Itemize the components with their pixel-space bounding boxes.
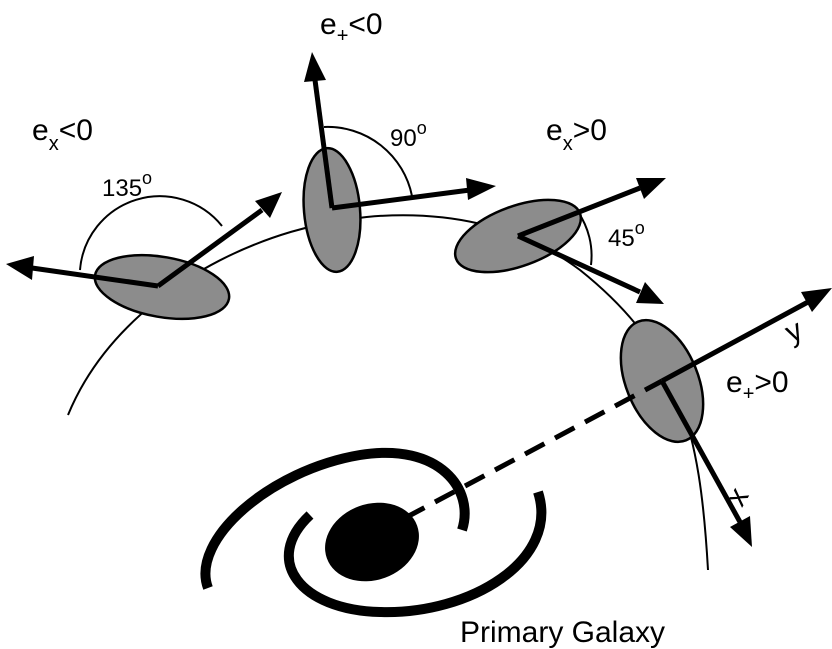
galaxy-ellipse-1	[93, 253, 231, 321]
arrow-shaft-2a	[312, 79, 335, 209]
galaxy-ellipse-2	[302, 146, 362, 274]
label-eplus-neg: e+<0	[320, 8, 383, 47]
angle-arc-90	[323, 125, 413, 197]
galaxy-core	[325, 502, 419, 582]
arrow-shaft-4x	[659, 379, 743, 524]
label-axis-x: x	[719, 482, 755, 511]
label-primary-galaxy: Primary Galaxy	[460, 616, 665, 649]
arrow-shaft-3b	[516, 233, 642, 295]
line-of-sight-dashed	[403, 378, 664, 521]
arrow-head-3a	[636, 178, 666, 199]
arrow-head-2b	[466, 178, 496, 200]
arrow-head-3b	[636, 282, 664, 304]
primary-galaxy	[200, 447, 547, 618]
lensed-galaxy-2	[302, 52, 496, 274]
label-angle-45: 45o	[608, 218, 645, 252]
arrow-head-4y	[801, 288, 832, 312]
label-angle-90: 90o	[390, 118, 427, 152]
arrow-shaft-2b	[331, 187, 471, 211]
label-axis-y: y	[780, 313, 808, 349]
arrow-shaft-3a	[517, 185, 641, 239]
label-ex-neg: ex<0	[32, 114, 93, 155]
arrow-head-4x	[730, 516, 752, 547]
arrow-head-1b	[255, 192, 282, 218]
arrow-head-2a	[304, 52, 326, 82]
arrow-shaft-1a	[31, 265, 159, 289]
arrow-shaft-1b	[156, 207, 264, 289]
angle-arc-135	[79, 195, 223, 271]
spiral-arm-inner	[284, 490, 547, 618]
label-angle-135: 135o	[102, 168, 152, 202]
label-eplus-pos: e+>0	[726, 366, 789, 405]
lensed-galaxy-3	[453, 178, 666, 304]
lensed-galaxy-1	[6, 192, 282, 321]
label-ex-pos: ex>0	[546, 114, 607, 155]
spiral-arm-outer	[200, 447, 470, 590]
arrow-head-1a	[6, 256, 34, 280]
arrow-shaft-4y	[660, 299, 810, 384]
